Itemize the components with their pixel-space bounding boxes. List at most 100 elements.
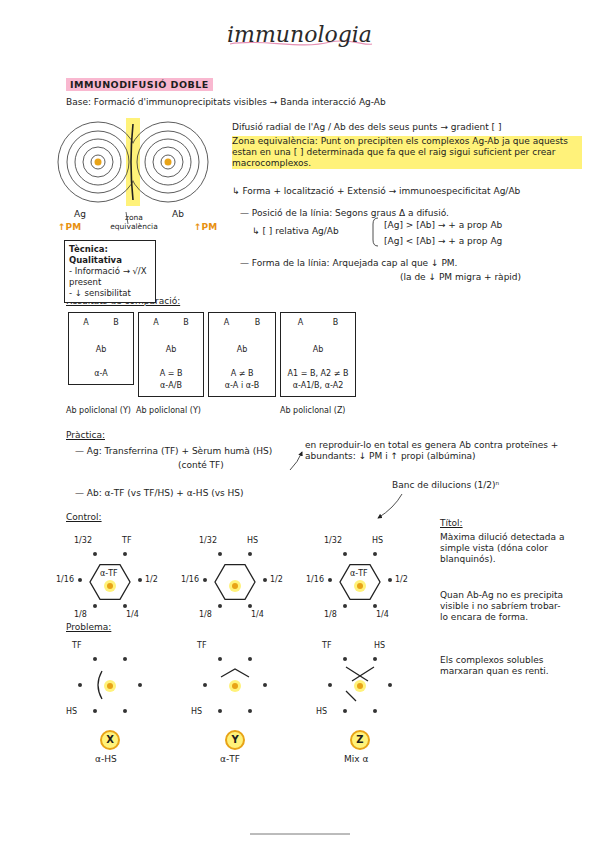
note-text: α-TF [100,569,118,579]
note-text: α-HS [95,754,117,765]
note-text: [Ag] < [Ab] → + a prop Ag [384,236,584,247]
note-text: TF [122,536,132,546]
note-text: (la de ↓ PM migra + ràpid) [400,272,580,283]
note-text: ↳ Forma + localització + Extensió → immu… [232,186,587,197]
note-text: 1/32 [324,536,342,546]
note-text: Ag [74,209,86,220]
note-text: — Ab: α-TF (vs TF/HS) + α-HS (vs HS) [75,488,244,499]
antigen-well: A [224,317,229,329]
note-text: Ab [172,209,184,220]
result-text: α-A/B [141,380,201,392]
note-text: TF [197,641,207,651]
result-panel: ABAbα-A [68,312,134,385]
note-text: α-TF [220,754,240,765]
note-text: Títol: [440,518,463,529]
note-text: en reproduir-lo en total es genera Ab co… [305,440,585,462]
antigen-well: A [153,317,158,329]
antibody-well: Ab [211,344,273,356]
well-row: AB [141,317,201,329]
note-text: HS [66,707,77,717]
antibody-well: Ab [141,344,201,356]
note-text: HS [191,707,202,717]
technique-text: Tècnica: Qualitativa [69,244,151,266]
antigen-well: B [113,317,119,329]
result-panel: ABAbA = Bα-A/B [138,312,204,397]
note-text: ↳ [ ] relativa Ag/Ab [252,226,372,237]
antigen-well: A [83,317,88,329]
note-text: 1/32 [74,536,92,546]
technique-text: - Informació → √/X present [69,266,151,288]
note-text: Ab policlonal (Z) [280,406,358,416]
note-text: Zona equivalència: Punt on precipiten el… [232,136,582,169]
note-text: 1/4 [376,610,389,620]
note-text: 1/16 [56,575,74,585]
result-panel: ABAbA ≠ Bα-A i α-B [208,312,276,397]
result-text: A = B [141,368,201,380]
note-text: 1/16 [181,575,199,585]
note-text: zona equivalència [106,213,162,231]
sample-letter: Y [227,732,243,748]
note-text: 1/8 [324,610,337,620]
result-text: A1 = B, A2 ≠ B [283,368,353,380]
note-text: Difusió radial de l'Ag / Ab des dels seu… [232,122,582,133]
note-text: HS [247,536,258,546]
note-text: Els complexos solubles marxaran quan es … [440,655,565,677]
antigen-well: B [255,317,261,329]
note-text: 1/16 [306,575,324,585]
antigen-well: B [333,317,339,329]
note-text: — Ag: Transferrina (TF) + Sèrum humà (HS… [75,446,272,457]
antigen-well: B [183,317,189,329]
note-text: — Posició de la línia: Segons graus Δ a … [240,208,580,219]
note-text: Ab policlonal (Y) [136,406,208,416]
note-text: (conté TF) [178,460,224,471]
note-text: 1/4 [126,610,139,620]
sample-letter: Z [352,732,368,748]
antibody-well: Ab [71,344,131,356]
note-text: TF [322,641,332,651]
note-text: 1/2 [270,575,283,585]
note-text: Mix α [344,754,368,765]
note-text: Pràctica: [66,430,105,441]
sample-circle: X [100,730,120,750]
note-text: IMMUNODIFUSIÓ DOBLE [66,78,213,91]
note-text: 1/32 [199,536,217,546]
note-text: 1/2 [395,575,408,585]
sample-circle: Y [225,730,245,750]
antibody-well: Ab [283,344,353,356]
technique-text: - ↓ sensibilitat [69,288,151,299]
technique-box: Tècnica: Qualitativa- Informació → √/X p… [64,240,156,303]
result-text: A ≠ B [211,368,273,380]
note-text: Base: Formació d'immunoprecipitats visib… [66,97,546,108]
note-text: — Forma de la línia: Arquejada cap al qu… [240,258,580,269]
well-row: AB [211,317,273,329]
note-text: HS [372,536,383,546]
note-text: 1/8 [74,610,87,620]
result-text: α-A [71,368,131,380]
note-text: ↑PM [194,222,217,233]
note-text: TF [72,641,82,651]
note-text: HS [374,641,385,651]
well-row: AB [71,317,131,329]
note-text: 1/2 [145,575,158,585]
note-text: Ab policlonal (Y) [66,406,138,416]
note-text: Problema: [66,622,111,633]
sample-letter: X [102,732,118,748]
note-text: 1/4 [251,610,264,620]
result-panel: ABAbA1 = B, A2 ≠ Bα-A1/B, α-A2 [280,312,356,397]
note-text: Control: [66,512,102,523]
note-text: 1/8 [199,610,212,620]
result-text: α-A1/B, α-A2 [283,380,353,392]
note-text: α-TF [350,569,368,579]
note-text: ↑PM [58,222,81,233]
note-text: Màxima dilució detectada a simple vista … [440,532,565,565]
note-text: [Ag] > [Ab] → + a prop Ab [384,220,584,231]
note-text: Quan Ab-Ag no es precipita visible i no … [440,590,565,623]
note-text: HS [316,707,327,717]
well-row: AB [283,317,353,329]
sample-circle: Z [350,730,370,750]
note-text: Banc de dilucions (1/2)ⁿ [392,480,499,491]
antigen-well: A [298,317,303,329]
result-text: α-A i α-B [211,380,273,392]
page-title: immunologia [0,22,599,47]
